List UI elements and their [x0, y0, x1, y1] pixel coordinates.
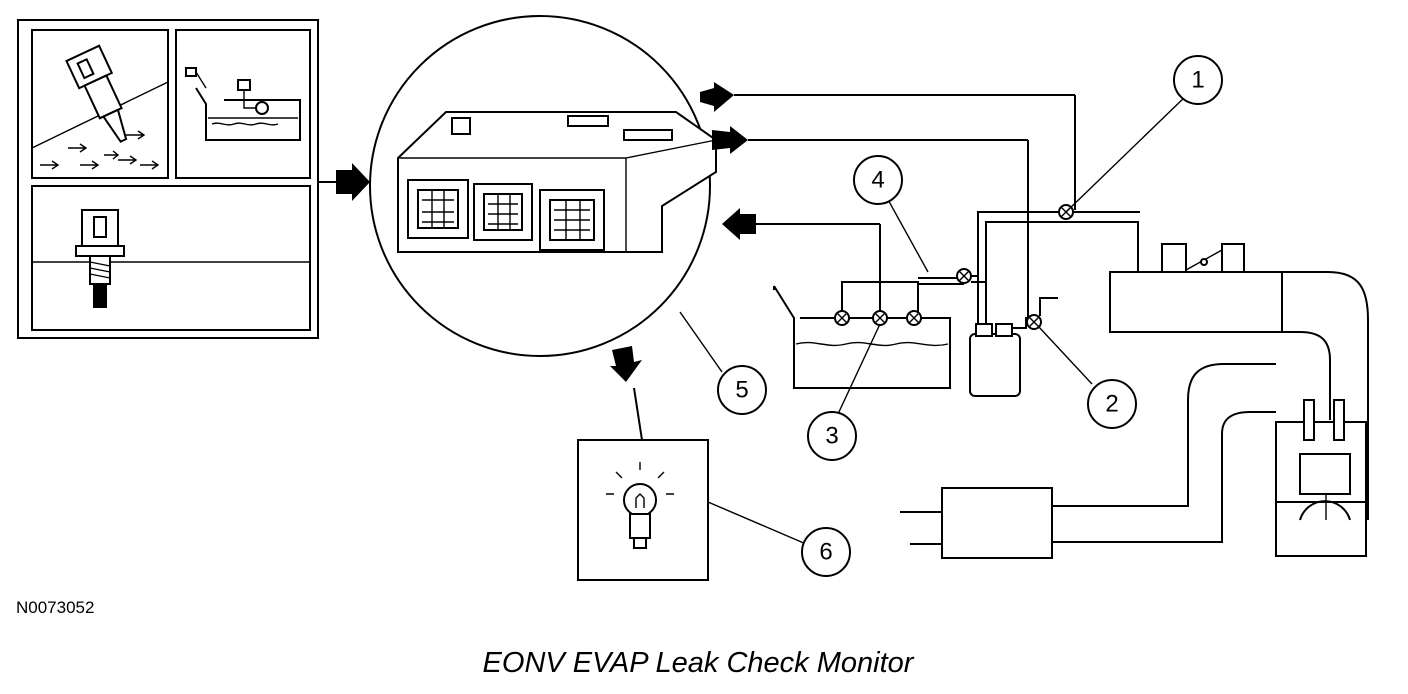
fuel-level-sender-panel	[175, 29, 311, 179]
input-arrow	[336, 163, 370, 201]
intake-manifold	[1109, 243, 1369, 520]
callout-6-label: 6	[819, 539, 832, 566]
engine-cylinder	[1275, 399, 1367, 557]
pressure-sensor-panel	[31, 185, 311, 331]
figure-reference: N0073052	[16, 598, 94, 617]
signal-arrow-3	[722, 208, 756, 240]
callout-1-label: 1	[1191, 67, 1204, 94]
callout-5: 5	[717, 365, 767, 415]
exhaust-system	[900, 363, 1276, 559]
output-arrow	[610, 346, 642, 382]
callout-6: 6	[801, 527, 851, 577]
callout-4: 4	[853, 155, 903, 205]
callout-2-label: 2	[1105, 391, 1118, 418]
figure-caption: EONV EVAP Leak Check Monitor	[483, 647, 915, 679]
signal-arrow-1	[700, 82, 734, 112]
pcm-connectors	[407, 179, 605, 251]
callout-2: 2	[1087, 379, 1137, 429]
callout-3-label: 3	[825, 423, 838, 450]
callout-5-label: 5	[735, 377, 748, 404]
fuel-tank	[773, 285, 951, 389]
callout-3: 3	[807, 411, 857, 461]
temperature-sensor-panel	[31, 29, 169, 179]
tank-valves	[834, 310, 922, 326]
sensor-inputs-panel	[17, 19, 319, 339]
mil-lamp	[577, 439, 709, 581]
callout-4-label: 4	[871, 167, 884, 194]
evap-canister	[969, 297, 1058, 397]
pcm-module	[369, 15, 717, 357]
callout-1: 1	[1173, 55, 1223, 105]
leader-lines	[679, 93, 1189, 545]
signal-arrow-2	[712, 126, 748, 154]
